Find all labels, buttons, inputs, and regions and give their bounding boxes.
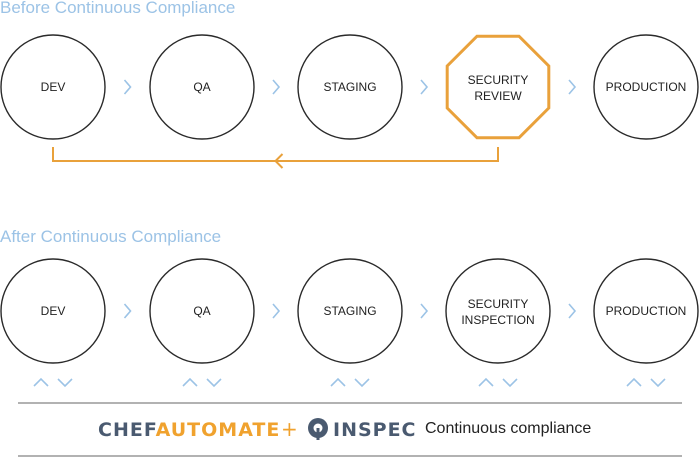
chevron-down-icon-3 <box>502 378 518 388</box>
inspec-logo-icon <box>308 418 328 440</box>
chevron-up-icon-0 <box>33 377 49 387</box>
before-chevron-right-icon-3 <box>568 79 577 95</box>
after-stage-3-label-line2: INSPECTION <box>461 313 534 327</box>
before-stage-0-label: DEV <box>41 80 66 94</box>
after-stage-0-circle <box>0 258 106 364</box>
tagline: Continuous compliance <box>425 420 592 437</box>
after-chevron-right-icon-1 <box>272 303 281 319</box>
inspec-logo-text: INSPEC <box>333 419 417 441</box>
chevron-down-icon-0 <box>57 378 73 388</box>
before-stage-3-label-line2: REVIEW <box>474 89 522 103</box>
feedback-loop-line <box>52 147 499 162</box>
after-stage-1-circle <box>149 258 255 364</box>
before-stage-0-circle <box>0 34 106 140</box>
before-stage-1-circle <box>149 34 255 140</box>
before-chevron-right-icon-1 <box>272 79 281 95</box>
after-stage-0-label: DEV <box>41 304 66 318</box>
after-stage-1-label: QA <box>193 304 210 318</box>
after-stage-3-label-line1: SECURITY <box>468 297 529 311</box>
chevron-up-icon-4 <box>626 377 642 387</box>
after-stage-4-label: PRODUCTION <box>606 304 687 318</box>
footer-branding: CHEFAUTOMATE + INSPEC Continuous complia… <box>0 415 700 445</box>
after-chevron-right-icon-0 <box>123 303 132 319</box>
plus-sign: + <box>281 417 298 441</box>
feedback-arrow-left-icon <box>274 153 284 169</box>
before-chevron-right-icon-0 <box>123 79 132 95</box>
after-stage-2-label: STAGING <box>323 304 376 318</box>
chevron-up-icon-2 <box>330 377 346 387</box>
before-stage-2-label: STAGING <box>323 80 376 94</box>
automate-logo-text: AUTOMATE <box>155 419 281 441</box>
before-stage-2-circle <box>297 34 403 140</box>
before-chevron-right-icon-2 <box>420 79 429 95</box>
before-stage-3-octagon <box>445 34 551 140</box>
chevron-down-icon-4 <box>650 378 666 388</box>
after-chevron-right-icon-3 <box>568 303 577 319</box>
after-stage-2-circle <box>297 258 403 364</box>
before-stage-3-label-line1: SECURITY <box>468 73 529 87</box>
after-stage-4-circle <box>593 258 699 364</box>
chef-automate-logo: CHEFAUTOMATE <box>98 419 280 441</box>
after-stage-3-circle <box>445 258 551 364</box>
chevron-down-icon-1 <box>206 378 222 388</box>
chef-logo-text: CHEF <box>98 419 156 441</box>
after-section-title: After Continuous Compliance <box>0 227 222 246</box>
after-chevron-right-icon-2 <box>420 303 429 319</box>
before-section-title: Before Continuous Compliance <box>0 0 236 17</box>
before-stage-4-label: PRODUCTION <box>606 80 687 94</box>
chevron-down-icon-2 <box>354 378 370 388</box>
before-stage-4-circle <box>593 34 699 140</box>
before-stage-1-label: QA <box>193 80 210 94</box>
chevron-up-icon-1 <box>182 377 198 387</box>
chevron-up-icon-3 <box>478 377 494 387</box>
